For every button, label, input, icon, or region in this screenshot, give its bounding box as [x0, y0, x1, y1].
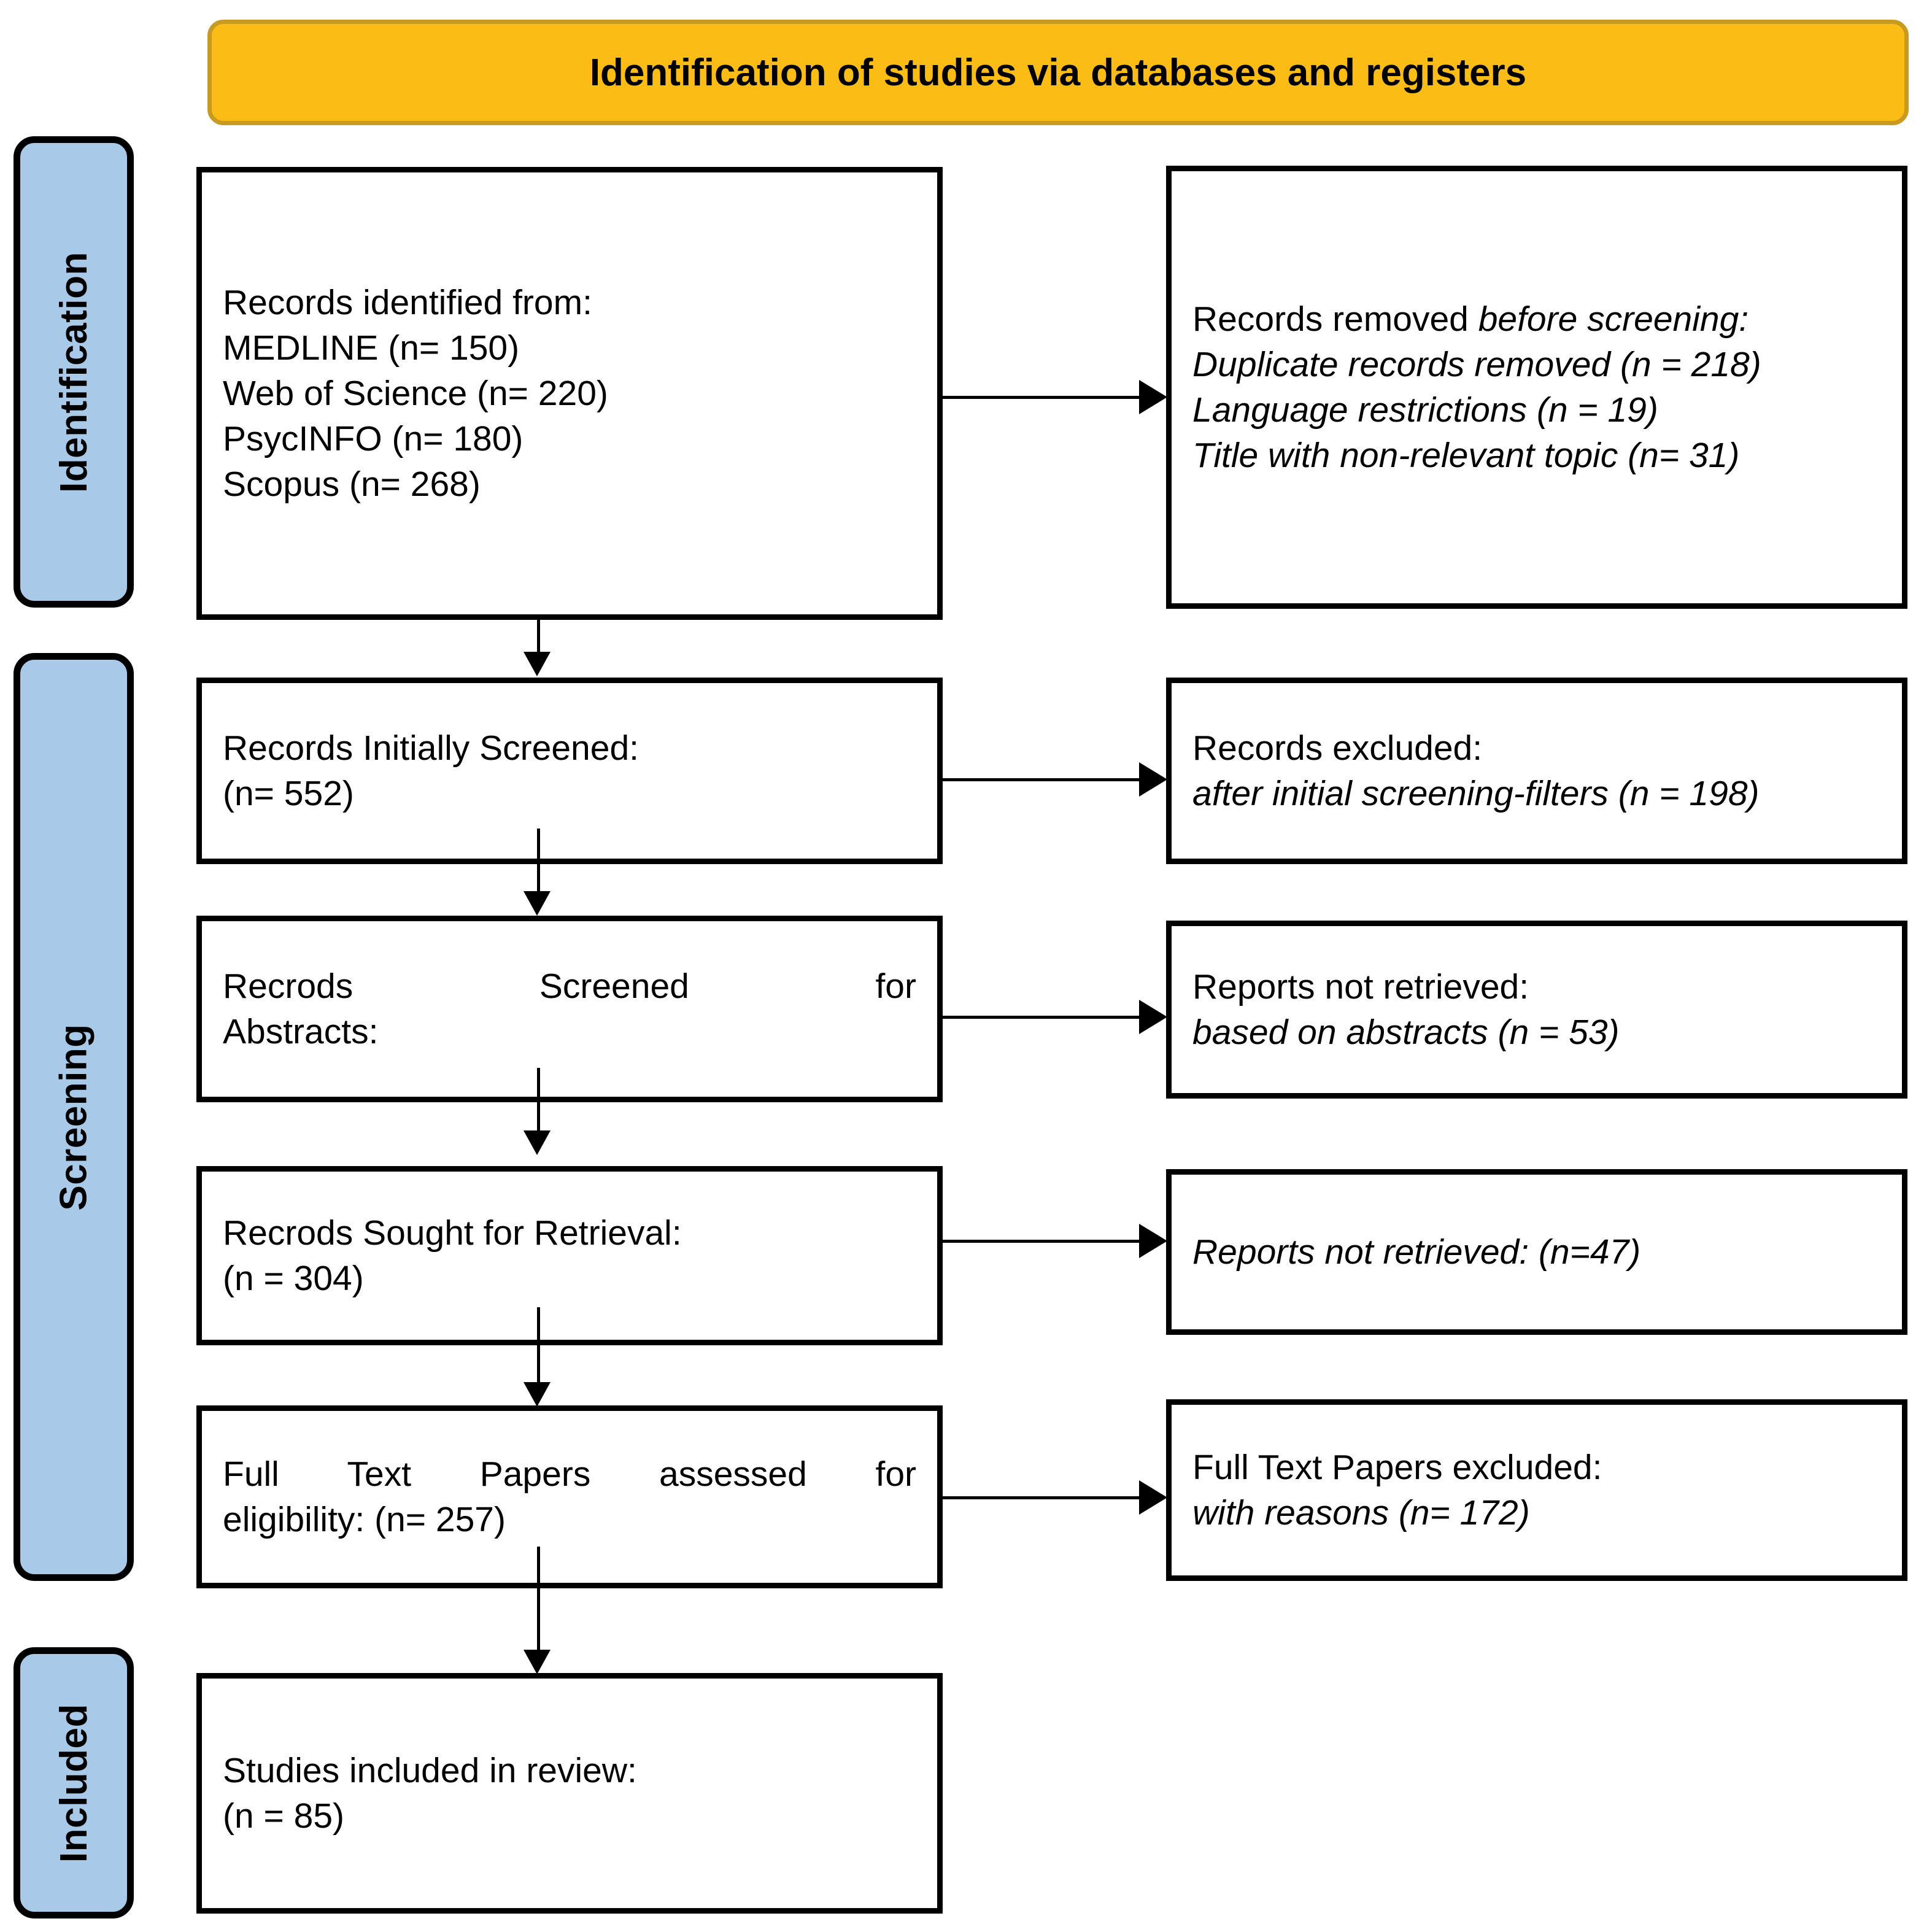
box-records-initially-screened: Records Initially Screened: (n= 552) [196, 678, 943, 864]
connector-sought-to-full-text [537, 1307, 540, 1387]
arrowhead-full-text-to-included [524, 1650, 551, 1674]
records-removed-line-language: Language restrictions (n = 19) [1192, 390, 1658, 430]
full-text-assessed-line-1: Full Text Papers assessed for [223, 1454, 916, 1494]
records-removed-line-duplicates: Duplicate records removed (n = 218) [1192, 344, 1761, 384]
records-removed-heading: Records removed before screening: [1192, 296, 1881, 342]
phase-tab-included-label: Included [52, 1703, 95, 1863]
studies-included-line-1: Studies included in review: [223, 1750, 637, 1790]
connector-identified-to-initially-screened [537, 620, 540, 657]
connector-full-text-to-included [537, 1547, 540, 1651]
arrowhead-identified-to-initially-screened [524, 652, 551, 676]
box-studies-included: Studies included in review: (n = 85) [196, 1673, 943, 1914]
box-full-text-excluded: Full Text Papers excluded: with reasons … [1166, 1399, 1907, 1581]
arrowhead-identified-to-removed [1139, 380, 1167, 414]
initially-screened-line-1: Records Initially Screened: [223, 728, 639, 768]
connector-sought-to-not-retrieved-47 [943, 1240, 1143, 1243]
records-excluded-line-2: after initial screening-filters (n = 198… [1192, 774, 1760, 813]
screened-abstracts-line-2: Abstracts: [223, 1012, 379, 1051]
connector-screened-to-excluded [943, 778, 1143, 781]
phase-tab-screening: Screening [14, 653, 134, 1581]
arrowhead-sought-to-not-retrieved-47 [1139, 1224, 1167, 1258]
connector-abstracts-to-sought-retrieval [537, 1068, 540, 1135]
reports-not-retrieved-abstracts-line-2: based on abstracts (n = 53) [1192, 1013, 1620, 1052]
box-records-identified: Records identified from: MEDLINE (n= 150… [196, 167, 943, 620]
banner-identification-header: Identification of studies via databases … [207, 20, 1909, 125]
phase-tab-identification-label: Identification [52, 251, 95, 493]
reports-not-retrieved-47-line-1: Reports not retrieved: (n=47) [1192, 1232, 1641, 1272]
sought-retrieval-line-1: Recrods Sought for Retrieval: [223, 1213, 682, 1253]
box-records-removed-before-screening: Records removed before screening: Duplic… [1166, 166, 1907, 609]
connector-abstracts-to-reports-not-retrieved [943, 1016, 1143, 1019]
records-identified-line-1: Records identified from: [223, 282, 592, 322]
sought-retrieval-line-2: (n = 304) [223, 1259, 364, 1298]
initially-screened-line-2: (n= 552) [223, 774, 354, 813]
screened-abstracts-line-1: Recrods Screened for [223, 966, 916, 1006]
full-text-excluded-line-2: with reasons (n= 172) [1192, 1493, 1530, 1532]
studies-included-line-2: (n = 85) [223, 1796, 345, 1836]
connector-screened-to-abstracts [537, 829, 540, 896]
box-reports-not-retrieved-abstracts: Reports not retrieved: based on abstract… [1166, 921, 1907, 1099]
box-reports-not-retrieved-47: Reports not retrieved: (n=47) [1166, 1169, 1907, 1335]
full-text-assessed-line-2: eligibility: (n= 257) [223, 1500, 506, 1539]
records-identified-line-3: Web of Science (n= 220) [223, 373, 608, 413]
phase-tab-included: Included [14, 1647, 134, 1918]
phase-tab-identification: Identification [14, 136, 134, 608]
box-records-excluded: Records excluded: after initial screenin… [1166, 678, 1907, 864]
records-removed-heading-plain: Records removed [1192, 299, 1478, 339]
box-records-sought-for-retrieval: Recrods Sought for Retrieval: (n = 304) [196, 1166, 943, 1345]
reports-not-retrieved-abstracts-line-1: Reports not retrieved: [1192, 967, 1529, 1007]
records-excluded-line-1: Records excluded: [1192, 728, 1483, 768]
arrowhead-screened-to-excluded [1139, 762, 1167, 797]
arrowhead-sought-to-full-text [524, 1382, 551, 1407]
records-removed-line-title: Title with non-relevant topic (n= 31) [1192, 436, 1740, 476]
connector-full-text-to-excluded [943, 1496, 1143, 1499]
full-text-excluded-line-1: Full Text Papers excluded: [1192, 1447, 1602, 1487]
records-identified-line-5: Scopus (n= 268) [223, 465, 481, 504]
arrowhead-full-text-to-excluded [1139, 1480, 1167, 1515]
arrowhead-screened-to-abstracts [524, 891, 551, 916]
arrowhead-abstracts-to-sought-retrieval [524, 1130, 551, 1155]
box-full-text-assessed: Full Text Papers assessed for eligibilit… [196, 1405, 943, 1588]
arrowhead-abstracts-to-reports-not-retrieved [1139, 1000, 1167, 1034]
records-removed-heading-italic: before screening: [1478, 299, 1749, 339]
records-identified-line-4: PsycINFO (n= 180) [223, 419, 524, 459]
phase-tab-screening-label: Screening [52, 1023, 95, 1211]
banner-title: Identification of studies via databases … [589, 51, 1527, 94]
connector-identified-to-removed [943, 396, 1143, 399]
box-records-screened-for-abstracts: Recrods Screened for Abstracts: [196, 916, 943, 1102]
records-identified-line-2: MEDLINE (n= 150) [223, 328, 520, 368]
